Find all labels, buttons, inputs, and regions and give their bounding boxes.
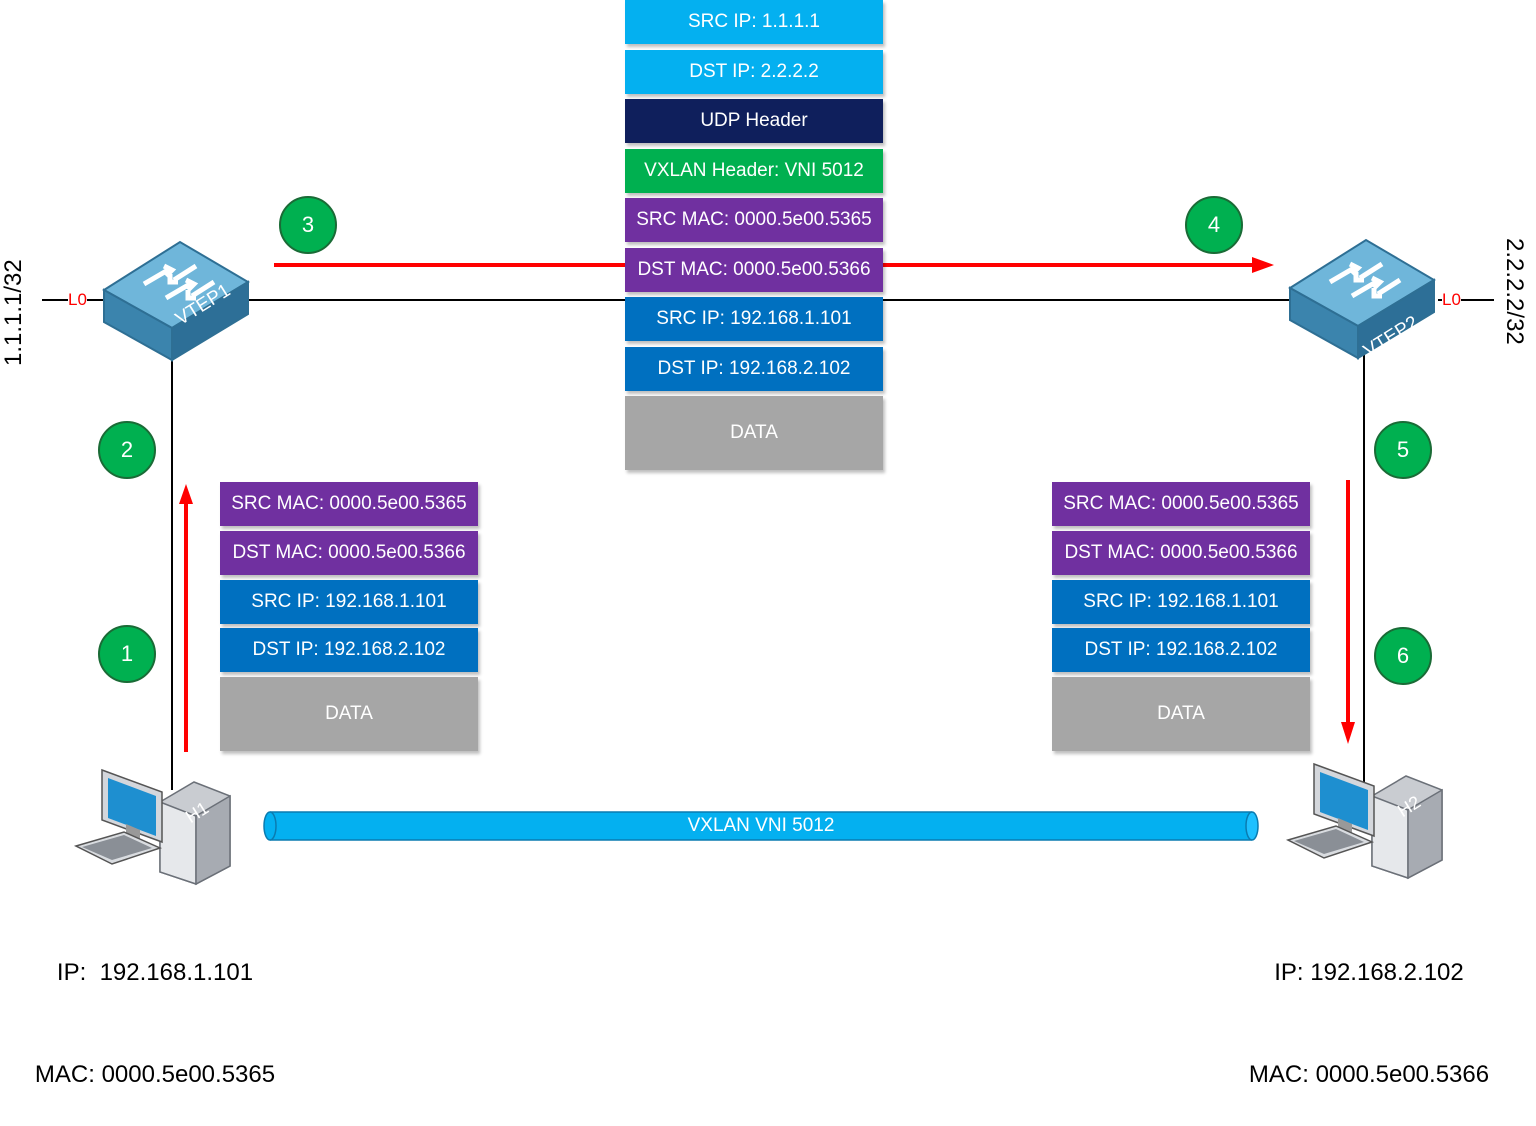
h2-mac: MAC: 0000.5e00.5366 bbox=[1248, 1061, 1490, 1088]
step-4: 4 bbox=[1185, 196, 1243, 254]
h1-info: IP: 192.168.1.101 MAC: 0000.5e00.5365 bbox=[20, 888, 290, 1126]
right-dst-mac: DST MAC: 0000.5e00.5366 bbox=[1052, 531, 1310, 575]
h1-computer-icon bbox=[73, 768, 231, 886]
center-outer-dst-ip: DST IP: 2.2.2.2 bbox=[625, 50, 883, 94]
center-data: DATA bbox=[625, 396, 883, 470]
step-5: 5 bbox=[1374, 421, 1432, 479]
vtep1-loopback-label: L0 bbox=[68, 290, 87, 310]
center-inner-dst-ip: DST IP: 192.168.2.102 bbox=[625, 347, 883, 391]
right-dst-ip: DST IP: 192.168.2.102 bbox=[1052, 628, 1310, 672]
left-src-mac: SRC MAC: 0000.5e00.5365 bbox=[220, 482, 478, 526]
arrow-h1-up-head bbox=[179, 484, 193, 504]
vtep1-switch-icon bbox=[102, 240, 250, 362]
h2-info: IP: 192.168.2.102 MAC: 0000.5e00.5366 bbox=[1234, 888, 1504, 1126]
arrow-tunnel-head bbox=[1252, 257, 1274, 273]
left-dst-ip: DST IP: 192.168.2.102 bbox=[220, 628, 478, 672]
center-udp-header: UDP Header bbox=[625, 99, 883, 143]
vxlan-tunnel-label: VXLAN VNI 5012 bbox=[687, 815, 835, 836]
vtep1-address: 1.1.1.1/32 bbox=[0, 259, 27, 366]
vxlan-tunnel bbox=[263, 811, 1259, 841]
center-src-mac: SRC MAC: 0000.5e00.5365 bbox=[625, 198, 883, 242]
vtep2-loopback-label: L0 bbox=[1442, 290, 1461, 310]
h1-ip: IP: 192.168.1.101 bbox=[56, 959, 254, 986]
center-vxlan-header: VXLAN Header: VNI 5012 bbox=[625, 149, 883, 193]
right-src-mac: SRC MAC: 0000.5e00.5365 bbox=[1052, 482, 1310, 526]
step-6: 6 bbox=[1374, 627, 1432, 685]
vtep2-address: 2.2.2.2/32 bbox=[1501, 238, 1528, 345]
vtep2-switch-icon bbox=[1288, 238, 1436, 360]
center-dst-mac: DST MAC: 0000.5e00.5366 bbox=[625, 248, 883, 292]
left-dst-mac: DST MAC: 0000.5e00.5366 bbox=[220, 531, 478, 575]
h2-computer-icon bbox=[1285, 762, 1443, 880]
right-src-ip: SRC IP: 192.168.1.101 bbox=[1052, 580, 1310, 624]
step-1: 1 bbox=[98, 625, 156, 683]
right-data: DATA bbox=[1052, 677, 1310, 751]
arrow-h2-down-head bbox=[1341, 722, 1355, 744]
center-outer-src-ip: SRC IP: 1.1.1.1 bbox=[625, 0, 883, 44]
left-data: DATA bbox=[220, 677, 478, 751]
h2-ip: IP: 192.168.2.102 bbox=[1274, 959, 1464, 986]
topology-diagram bbox=[42, 238, 1494, 886]
left-src-ip: SRC IP: 192.168.1.101 bbox=[220, 580, 478, 624]
step-2: 2 bbox=[98, 421, 156, 479]
step-3: 3 bbox=[279, 196, 337, 254]
h1-mac: MAC: 0000.5e00.5365 bbox=[34, 1061, 276, 1088]
center-inner-src-ip: SRC IP: 192.168.1.101 bbox=[625, 297, 883, 341]
